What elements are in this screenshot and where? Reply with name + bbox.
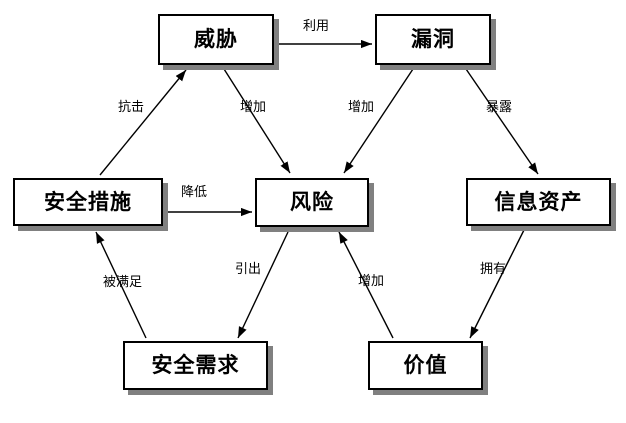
edge-label-threat-exploits-vulnerability: 利用 [303, 19, 330, 34]
edge-safeguard-counters-threat [99, 69, 187, 176]
edge-requirement-satisfied-by-safeguard [95, 231, 147, 339]
node-safeguard[interactable]: 安全措施 [13, 178, 163, 226]
edge-label-vulnerability-exposes-asset: 暴露 [486, 100, 513, 115]
node-requirement[interactable]: 安全需求 [123, 341, 268, 390]
node-label-asset: 信息资产 [494, 189, 583, 214]
edge-risk-derives-requirement [237, 231, 289, 339]
edge-vulnerability-increases-risk [343, 68, 414, 174]
edge-label-vulnerability-increases-risk: 增加 [348, 100, 375, 115]
edge-vulnerability-exposes-asset [465, 68, 539, 175]
node-label-safeguard: 安全措施 [44, 189, 132, 214]
edge-label-threat-increases-risk: 增加 [240, 100, 267, 115]
edge-label-value-increases-risk: 增加 [358, 274, 385, 289]
node-risk[interactable]: 风险 [255, 178, 369, 227]
node-label-vulnerability: 漏洞 [411, 27, 455, 51]
edge-label-safeguard-counters-threat: 抗击 [118, 100, 145, 115]
edge-label-asset-owns-value: 拥有 [480, 262, 507, 277]
edge-value-increases-risk [338, 231, 394, 339]
edge-label-requirement-satisfied-by-safeguard: 被满足 [103, 275, 143, 290]
node-label-requirement: 安全需求 [151, 353, 240, 377]
node-threat[interactable]: 威胁 [158, 14, 274, 65]
edge-label-risk-derives-requirement: 引出 [235, 262, 262, 277]
edge-label-safeguard-reduces-risk: 降低 [181, 185, 208, 200]
node-asset[interactable]: 信息资产 [466, 178, 611, 226]
node-label-value: 价值 [403, 353, 448, 377]
node-label-threat: 威胁 [194, 27, 238, 51]
edge-asset-owns-value [469, 229, 525, 339]
node-vulnerability[interactable]: 漏洞 [375, 14, 491, 65]
edge-threat-increases-risk [223, 68, 291, 174]
node-label-risk: 风险 [290, 190, 334, 214]
node-value[interactable]: 价值 [368, 341, 483, 390]
